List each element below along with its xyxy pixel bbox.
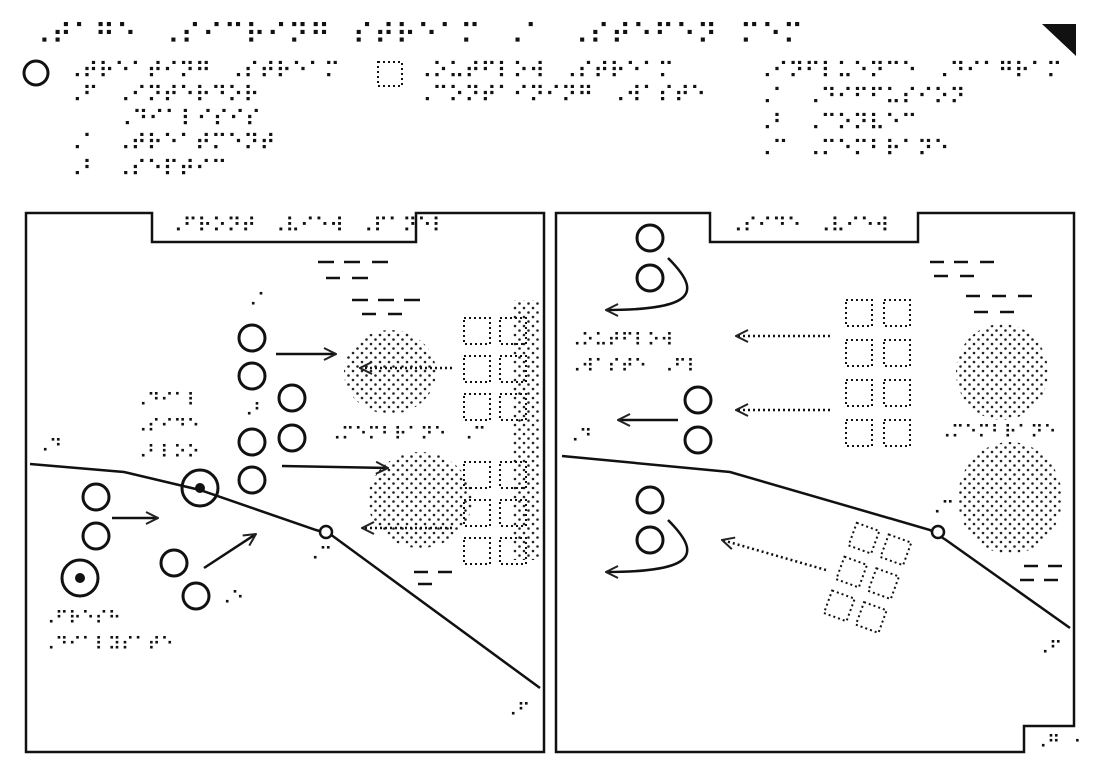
panel-right-frame — [554, 211, 1076, 754]
boundary-line-left — [29, 462, 541, 690]
small-circle-node — [318, 524, 334, 540]
dotted-region-lower — [368, 452, 472, 548]
legend-circle-line-4: ⠠⠁⠀⠠⠞⠗⠑⠁⠞⠍⠑⠝⠞ — [66, 131, 275, 156]
curved-arrow-top — [606, 257, 689, 310]
circle-pair-low — [635, 485, 665, 555]
label-bottom-right-right: ⠠⠋ — [1036, 638, 1062, 659]
label-top: ⠠⠁⠀ — [244, 290, 284, 311]
arrow-dotted-right-3 — [722, 540, 827, 572]
label-small-circle: ⠠⠉ — [306, 544, 332, 565]
label-bottom-left-2: ⠠⠙⠊⠁⠇⠽⠎⠁⠞⠑ — [42, 634, 174, 655]
legend-square-line-1: ⠠⠕⠥⠞⠋⠇⠕⠺⠀⠠⠎⠞⠗⠑⠁⠍ — [416, 59, 674, 84]
dash-marks-right-top — [930, 260, 1032, 314]
label-bottom-right: ⠠⠋ — [504, 700, 530, 721]
label-mid-left-2: ⠠⠎⠊⠙⠑ — [134, 416, 200, 437]
circle-column — [237, 323, 307, 495]
dash-marks-lower — [414, 570, 452, 586]
label-mid-left-1: ⠠⠙⠊⠁⠇ — [134, 390, 200, 411]
dash-marks-top — [318, 260, 420, 316]
small-circle-node-right — [930, 524, 946, 540]
label-membrane-right: ⠠⠍⠑⠍⠃⠗⠁⠝⠑ — [938, 422, 1057, 443]
label-corner: ⠠⠛⠀⠂ — [1034, 732, 1087, 753]
label-mid-left-3: ⠠⠃⠇⠕⠕ — [134, 442, 200, 463]
dotted-region-right-lower — [958, 442, 1062, 554]
circle-group-lower — [81, 482, 211, 611]
arrow-solid-2 — [281, 466, 388, 468]
panel-right-tab-label: ⠠⠎⠊⠙⠑⠀⠠⠧⠊⠑⠺ — [728, 213, 889, 237]
legend-third-line-2: ⠠⠁⠀⠠⠙⠊⠋⠋⠥⠎⠊⠕⠝ — [756, 85, 965, 110]
legend-circle-line-5: ⠠⠃⠀⠠⠎⠑⠏⠞⠊⠉ — [66, 157, 227, 182]
title-braille: ⠠⠞⠁⠛⠑⠀⠠⠎⠊⠉⠗⠊⠝⠛⠀⠎⠞⠗⠑⠁⠍⠀⠠⠁⠀⠠⠎⠞⠑⠋⠑⠝⠀⠍⠑⠍ — [30, 18, 804, 51]
dotted-region-upper — [344, 330, 436, 414]
corner-orientation-mark — [1042, 24, 1076, 56]
legend-circle-icon — [22, 59, 50, 87]
legend-circle-line-1: ⠠⠞⠗⠑⠁⠞⠊⠝⠛⠀⠠⠎⠞⠗⠑⠁⠍ — [66, 59, 340, 84]
curved-arrow-low — [606, 519, 689, 572]
label-left-edge: ⠠⠙⠀ — [36, 436, 76, 457]
legend-square-icon — [377, 61, 403, 87]
label-left-edge-right: ⠠⠙⠀ — [566, 426, 606, 447]
square-grid-right-tilted — [822, 521, 913, 635]
label-b-small: ⠠⠃⠀ — [240, 400, 280, 421]
arrow-solid-4 — [203, 534, 256, 570]
circle-pair-mid — [683, 385, 713, 455]
dash-marks-right-lower — [1020, 564, 1062, 582]
legend-third-line-1: ⠠⠊⠝⠋⠇⠥⠑⠝⠉⠑⠀⠠⠙⠊⠁⠛⠗⠁⠍ — [756, 59, 1062, 84]
label-outflow-1: ⠠⠕⠥⠞⠋⠇⠕⠺ — [568, 330, 673, 351]
panel-left-tab-label: ⠠⠋⠗⠕⠝⠞⠀⠠⠧⠊⠑⠺⠀⠠⠏⠁⠝⠑⠇ — [168, 213, 446, 237]
label-outflow-2: ⠠⠺⠁⠎⠞⠑⠀⠠⠋⠇ — [568, 356, 700, 377]
panel-right: ⠠⠎⠊⠙⠑⠀⠠⠧⠊⠑⠺ — [554, 211, 1087, 754]
panel-left-frame — [24, 211, 546, 754]
dotted-region-right-upper — [956, 324, 1048, 420]
panel-left: ⠠⠋⠗⠕⠝⠞⠀⠠⠧⠊⠑⠺⠀⠠⠏⠁⠝⠑⠇ ⠠⠁⠀ ⠠⠃⠀ — [24, 211, 546, 754]
label-arrow-right: ⠠⠑ — [218, 588, 244, 609]
circle-pair-top — [635, 223, 665, 293]
square-grid-right — [845, 299, 911, 447]
legend-third-line-4: ⠠⠉⠀⠠⠍⠑⠍⠃⠗⠁⠝⠑ — [756, 137, 949, 162]
label-membrane: ⠠⠍⠑⠍⠃⠗⠁⠝⠑⠀⠠⠉ — [328, 424, 486, 445]
label-small-circle-right: ⠠⠉ — [928, 498, 954, 519]
legend-circle-line-3: ⠠⠙⠊⠁⠇⠊⠎⠊⠎ — [116, 107, 261, 132]
legend-third-line-3: ⠠⠃⠀⠠⠉⠕⠝⠧⠑⠉ — [756, 111, 917, 136]
legend-square-line-2: ⠠⠉⠕⠝⠞⠁⠊⠝⠊⠝⠛⠀⠠⠺⠁⠎⠞⠑ — [416, 83, 706, 108]
label-bottom-left-1: ⠠⠋⠗⠑⠎⠓ — [42, 608, 121, 629]
legend-circle-line-2: ⠠⠋⠀⠠⠊⠝⠞⠑⠗⠙⠕⠗ — [66, 83, 259, 108]
square-grid-left — [463, 317, 527, 565]
boundary-line-right — [561, 454, 1071, 630]
ring-dot-large — [60, 468, 220, 598]
